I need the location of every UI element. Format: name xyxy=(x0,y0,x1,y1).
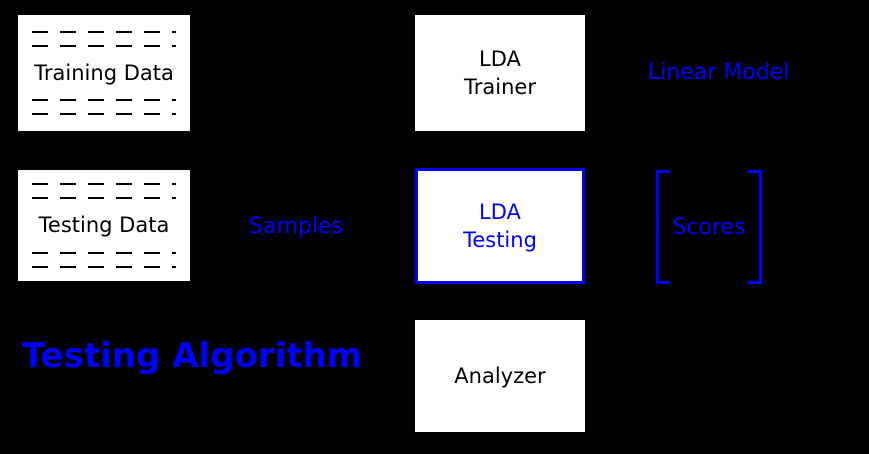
node-training-data: Training Data xyxy=(18,15,190,131)
data-lines-row xyxy=(31,113,177,116)
scores-edge-label: Scores xyxy=(672,214,746,240)
data-lines-row xyxy=(31,183,177,186)
lda-trainer-label: LDA Trainer xyxy=(464,45,536,102)
left-bracket-icon xyxy=(656,170,670,284)
data-lines-row xyxy=(31,251,177,254)
data-lines-row xyxy=(31,197,177,200)
linear-model-edge-label: Linear Model xyxy=(648,60,790,85)
analyzer-label: Analyzer xyxy=(454,363,546,388)
data-lines-row xyxy=(31,44,177,47)
lda-trainer-line2: Trainer xyxy=(464,75,536,99)
lda-trainer-line1: LDA xyxy=(479,46,521,71)
data-lines-row xyxy=(31,30,177,33)
node-lda-testing: LDA Testing xyxy=(415,168,585,284)
node-testing-data: Testing Data xyxy=(18,170,190,281)
node-analyzer: Analyzer xyxy=(415,320,585,432)
diagram-title: Testing Algorithm xyxy=(22,336,363,376)
testing-data-label: Testing Data xyxy=(38,213,170,238)
lda-testing-line1: LDA xyxy=(479,199,521,224)
samples-edge-label: Samples xyxy=(249,214,343,239)
data-lines-row xyxy=(31,99,177,102)
scores-group: Scores xyxy=(656,170,762,284)
lda-testing-label: LDA Testing xyxy=(463,198,537,255)
right-bracket-icon xyxy=(748,170,762,284)
node-lda-trainer: LDA Trainer xyxy=(415,15,585,131)
training-data-label: Training Data xyxy=(34,60,174,85)
data-lines-row xyxy=(31,265,177,268)
lda-testing-line2: Testing xyxy=(463,228,537,252)
